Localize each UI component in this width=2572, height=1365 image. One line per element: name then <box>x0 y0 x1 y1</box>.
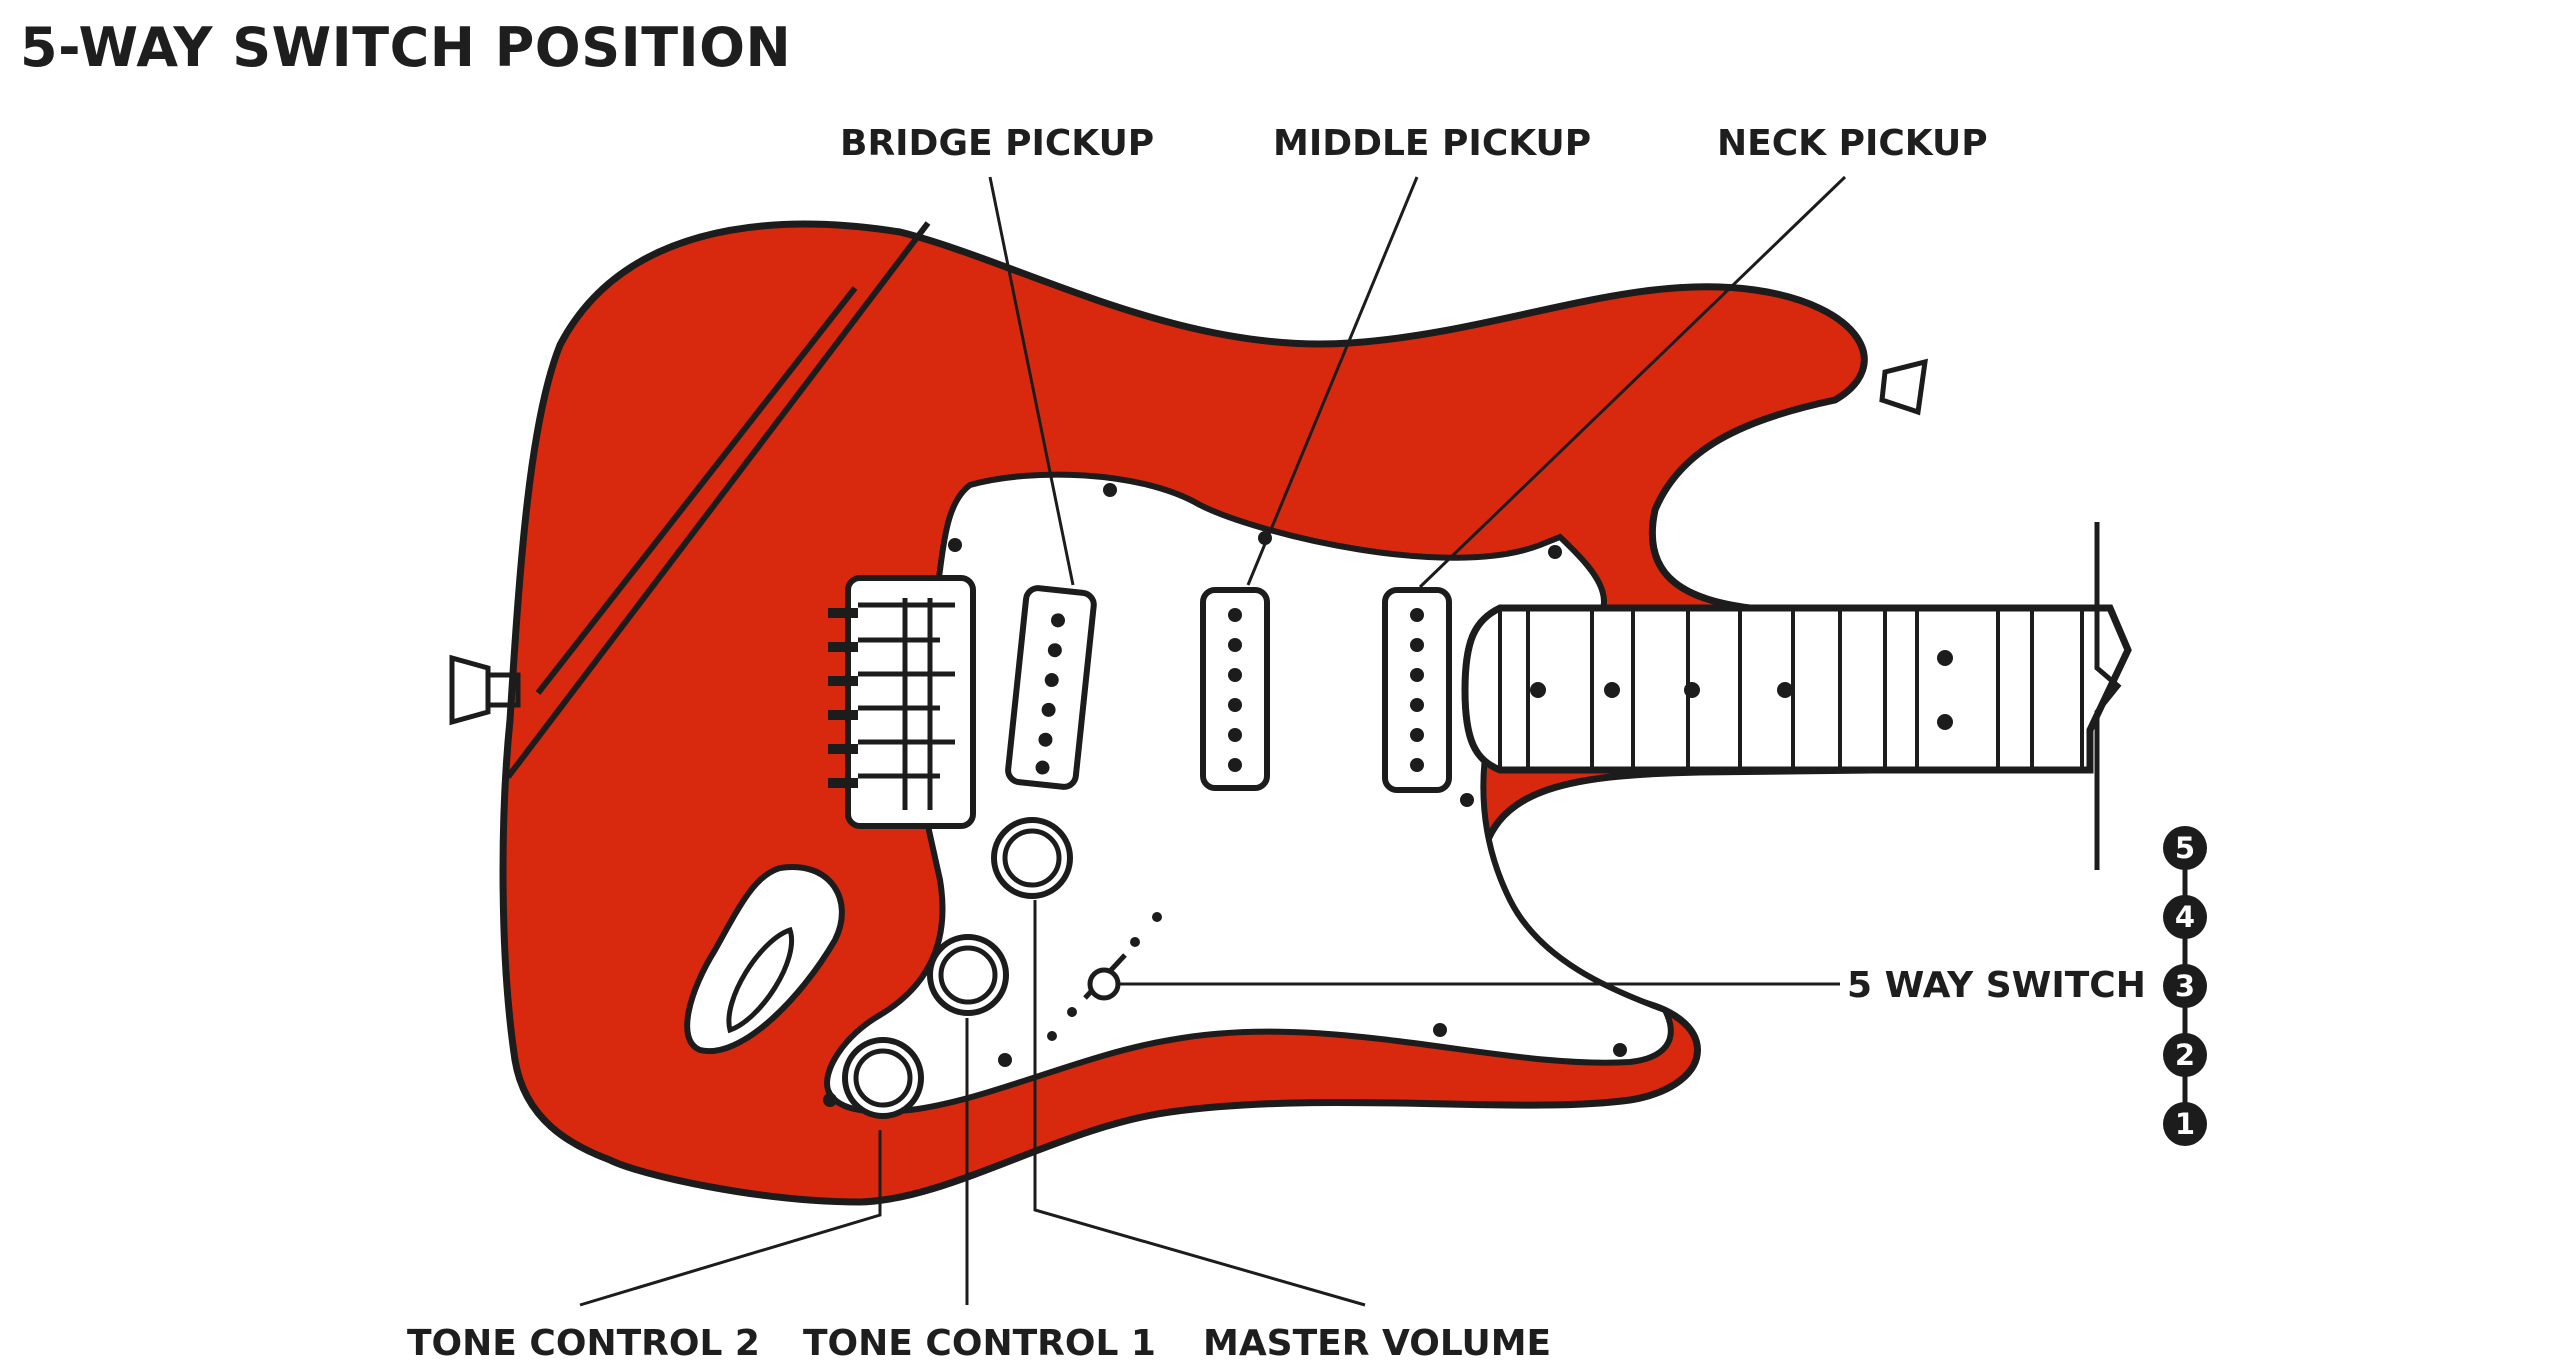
five-way-switch-label: 5 WAY SWITCH <box>1847 965 2146 1006</box>
bridge-pickup <box>1005 585 1097 790</box>
contour-line-2 <box>505 221 931 779</box>
svg-text:4: 4 <box>2175 900 2195 934</box>
svg-text:3: 3 <box>2175 969 2195 1003</box>
position-4: 4 <box>2163 895 2207 939</box>
tone-control-2-knob <box>842 1037 924 1119</box>
position-3: 3 <box>2163 964 2207 1008</box>
fretboard <box>1461 604 2132 774</box>
master-volume-label: MASTER VOLUME <box>1203 1323 1551 1364</box>
tone-control-1-knob <box>927 934 1009 1016</box>
tone-control-1-label: TONE CONTROL 1 <box>803 1323 1156 1364</box>
guitar-body <box>449 220 2132 1206</box>
switch-position-indicator: 5 4 3 2 1 <box>2163 826 2207 1146</box>
page-title: 5-WAY SWITCH POSITION <box>20 16 791 79</box>
middle-pickup <box>1200 587 1270 791</box>
output-jack <box>684 863 845 1055</box>
middle-pickup-label: MIDDLE PICKUP <box>1273 123 1591 164</box>
five-way-switch <box>1047 912 1162 1041</box>
leader-lines <box>579 175 1847 1307</box>
contour-line-1 <box>535 286 858 695</box>
svg-text:2: 2 <box>2175 1038 2195 1072</box>
tone-control-2-label: TONE CONTROL 2 <box>407 1323 760 1364</box>
bridge-pickup-label: BRIDGE PICKUP <box>840 123 1154 164</box>
bridge <box>828 575 976 829</box>
position-5: 5 <box>2163 826 2207 870</box>
strap-button-bottom <box>449 654 521 726</box>
neck-pickup <box>1382 587 1452 793</box>
svg-text:1: 1 <box>2175 1107 2195 1141</box>
position-1: 1 <box>2163 1102 2207 1146</box>
svg-text:5: 5 <box>2175 831 2195 865</box>
master-volume-knob <box>991 817 1073 899</box>
cut-line <box>2094 522 2122 870</box>
position-2: 2 <box>2163 1033 2207 1077</box>
strap-button-top <box>1879 358 1928 416</box>
neck-pickup-label: NECK PICKUP <box>1717 123 1988 164</box>
